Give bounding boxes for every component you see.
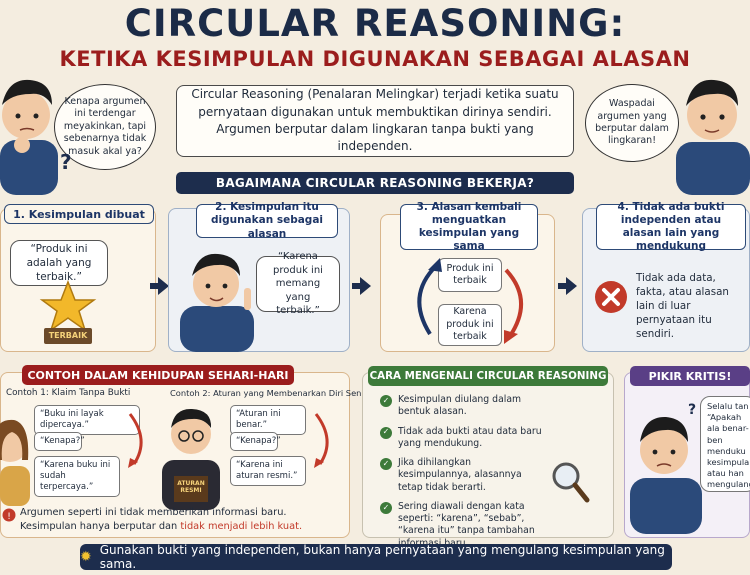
woman-illustration xyxy=(0,419,30,506)
page-title: CIRCULAR REASONING: xyxy=(124,2,626,45)
example1-line3: “Karena buku ini sudah terpercaya.” xyxy=(34,456,120,498)
magnifier-icon xyxy=(552,462,590,503)
examples-banner: CONTOH DALAM KEHIDUPAN SEHARI-HARI xyxy=(22,365,294,385)
lightbulb-icon: ✹ xyxy=(80,549,92,565)
svg-text:!: ! xyxy=(7,512,11,522)
recognize-list: ✓ Kesimpulan diulang dalam bentuk alasan.… xyxy=(380,394,546,557)
example1-label: Contoh 1: Klaim Tanpa Bukti xyxy=(6,388,131,398)
question-mark-icon: ? xyxy=(688,402,697,418)
curved-arrow-icon xyxy=(314,413,329,468)
example2-line2: “Kenapa?” xyxy=(230,432,281,452)
rulebook-label: ATURAN RESMI xyxy=(177,480,205,495)
examples-note1: Argumen seperti ini tidak memberikan inf… xyxy=(20,507,287,518)
flow-arrow-head xyxy=(360,277,371,295)
step1-quote: “Produk ini adalah yang terbaik.” xyxy=(10,240,108,286)
examples-note2-text: Kesimpulan hanya berputar dan xyxy=(20,521,181,532)
step4-label: 4. Tidak ada bukti independen atau alasa… xyxy=(596,201,746,252)
thinking-boy-critical-illustration xyxy=(630,416,702,534)
warning-boy-illustration xyxy=(676,79,750,195)
example1-line1: “Buku ini layak dipercaya.” xyxy=(34,405,140,436)
critical-bubble: Selalu tan “Apakah ala benar-ben menduku… xyxy=(700,396,750,492)
step2-quote: “Karena produk ini memang yang terbaik.” xyxy=(256,251,340,316)
explaining-boy-illustration xyxy=(180,253,254,352)
how-it-works-banner: BAGAIMANA CIRCULAR REASONING BEKERJA? xyxy=(176,172,574,194)
cycle-box-conclusion: Produk ini terbaik xyxy=(438,258,502,292)
flow-arrow-head xyxy=(566,277,577,295)
official-man-illustration xyxy=(162,408,220,510)
list-item: ✓ Kesimpulan diulang dalam bentuk alasan. xyxy=(380,394,546,419)
flow-arrow-head xyxy=(158,277,169,295)
trophy-icon xyxy=(39,279,97,344)
example2-line3: “Karena ini aturan resmi.” xyxy=(230,456,306,487)
flow-arrow xyxy=(352,283,360,289)
examples-note2: Kesimpulan hanya berputar dan tidak menj… xyxy=(20,521,302,532)
curved-arrow-icon xyxy=(128,413,143,468)
check-icon: ✓ xyxy=(380,395,392,407)
step4-text: Tidak ada data, fakta, atau alasan lain … xyxy=(636,272,729,340)
recognize-banner: CARA MENGENALI CIRCULAR REASONING xyxy=(368,366,608,386)
list-item-text: Tidak ada bukti atau data baru yang mend… xyxy=(398,425,542,449)
cycle-arrows-icon xyxy=(417,258,524,344)
footer-banner: ✹ Gunakan bukti yang independen, bukan h… xyxy=(80,543,672,571)
examples-note2-highlight: tidak menjadi lebih kuat. xyxy=(180,521,303,532)
list-item: ✓ Tidak ada bukti atau data baru yang men… xyxy=(380,426,546,451)
example1-line2: “Kenapa?” xyxy=(34,432,85,452)
flow-arrow xyxy=(558,283,566,289)
check-icon: ✓ xyxy=(380,458,392,471)
thought-bubble-left: Kenapa argumen ini terdengar meyakinkan,… xyxy=(54,84,156,170)
list-item-text: Jika dihilangkan kesimpulannya, alasanny… xyxy=(398,457,522,493)
examples-panel xyxy=(0,372,350,538)
x-cross-icon xyxy=(595,281,627,313)
intro-definition-box: Circular Reasoning (Penalaran Melingkar)… xyxy=(176,85,574,157)
list-item-text: Sering diawali dengan kata seperti: “kar… xyxy=(398,500,535,549)
step3-label: 3. Alasan kembali menguatkan kesimpulan … xyxy=(400,201,538,252)
page-subtitle: KETIKA KESIMPULAN DIGUNAKAN SEBAGAI ALAS… xyxy=(59,47,691,71)
warning-icon: ! xyxy=(2,508,16,522)
list-item: ✓ Jika dihilangkan kesimpulannya, alasann… xyxy=(380,457,546,494)
flow-arrow xyxy=(150,283,158,289)
example2-line1: “Aturan ini benar.” xyxy=(230,405,306,436)
critical-banner: PIKIR KRITIS! xyxy=(630,366,750,386)
thinking-boy-illustration xyxy=(0,79,58,195)
check-icon: ✓ xyxy=(380,501,392,514)
footer-text: Gunakan bukti yang independen, bukan han… xyxy=(99,543,665,571)
list-item-text: Kesimpulan diulang dalam bentuk alasan. xyxy=(398,394,522,418)
example2-label: Contoh 2: Aturan yang Membenarkan Diri S… xyxy=(170,388,375,398)
check-icon: ✓ xyxy=(380,426,392,439)
trophy-label: TERBAIK xyxy=(48,331,88,340)
thought-bubble-right: Waspadai argumen yang berputar dalam lin… xyxy=(585,84,679,162)
step1-label: 1. Kesimpulan dibuat xyxy=(4,204,154,224)
recognize-panel xyxy=(362,372,614,538)
list-item: ✓ Sering diawali dengan kata seperti: “ka… xyxy=(380,501,546,550)
step2-label: 2. Kesimpulan itu digunakan sebagai alas… xyxy=(196,201,338,240)
cycle-box-reason: Karena produk ini terbaik xyxy=(438,304,502,346)
question-mark-icon: ? xyxy=(60,150,72,174)
